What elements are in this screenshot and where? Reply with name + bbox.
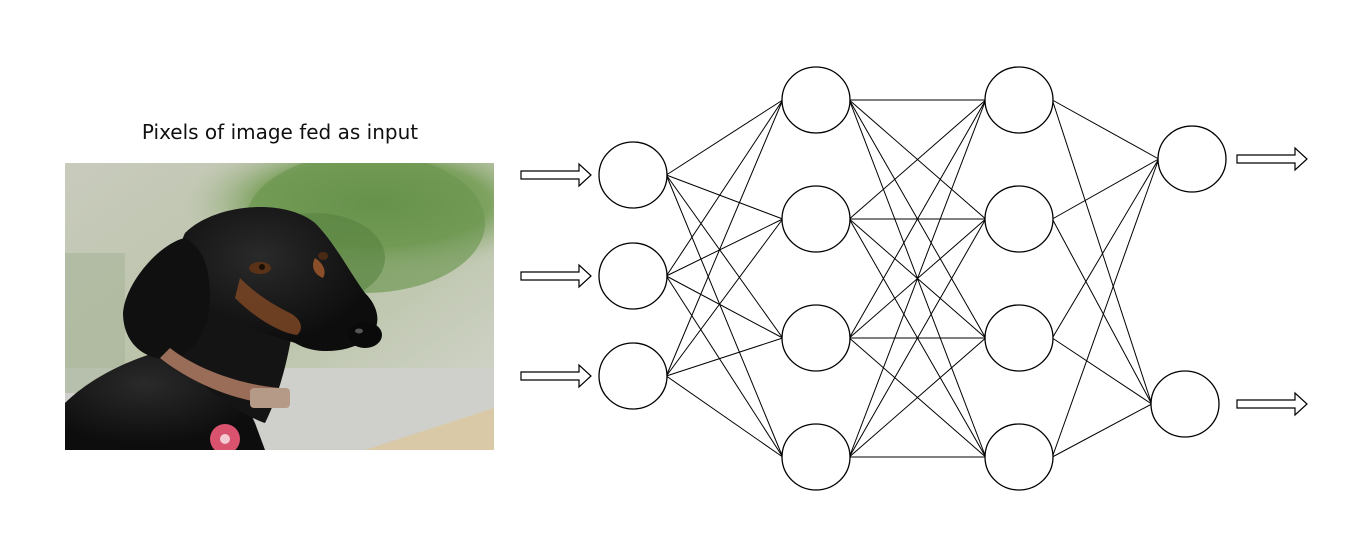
- connection-l2-2-0: [1051, 158, 1160, 339]
- connection-l0-1-1: [666, 218, 783, 277]
- connection-l0-1-2: [666, 275, 783, 339]
- node-layer1-3: [781, 423, 851, 491]
- connection-l0-0-0: [666, 99, 783, 176]
- connection-l2-0-0: [1052, 99, 1159, 160]
- connection-l1-2-0: [848, 99, 987, 339]
- network-connections: [665, 99, 1160, 458]
- output-arrow-0: [1236, 146, 1308, 172]
- output-arrow-1: [1236, 391, 1308, 417]
- connection-l2-3-0: [1051, 158, 1160, 458]
- node-layer2-1: [984, 185, 1054, 253]
- connection-l2-1-1: [1051, 218, 1153, 405]
- connection-l2-0-1: [1051, 99, 1153, 405]
- node-layer1-2: [781, 304, 851, 372]
- node-layer0-1: [598, 242, 668, 310]
- connection-l2-2-1: [1052, 337, 1152, 405]
- connection-l1-3-0: [848, 99, 987, 458]
- connection-l2-3-1: [1052, 403, 1152, 458]
- network-nodes: [598, 66, 1227, 491]
- connection-l0-2-0: [665, 99, 784, 377]
- connection-l1-3-1: [848, 218, 987, 458]
- connection-l0-2-1: [665, 218, 784, 377]
- connection-l0-0-1: [666, 174, 783, 220]
- input-arrow-1: [520, 263, 592, 289]
- connection-l0-1-0: [665, 99, 784, 277]
- network-arrows: [520, 146, 1308, 417]
- node-layer0-2: [598, 342, 668, 410]
- node-layer2-3: [984, 423, 1054, 491]
- connection-l2-1-0: [1052, 158, 1159, 220]
- connection-l1-1-0: [848, 99, 987, 220]
- image-caption: Pixels of image fed as input: [141, 120, 419, 144]
- node-layer3-1: [1150, 370, 1220, 438]
- input-arrow-2: [520, 363, 592, 389]
- node-layer2-2: [984, 304, 1054, 372]
- connection-l1-3-2: [848, 337, 987, 458]
- node-layer2-0: [984, 66, 1054, 134]
- connection-l0-1-3: [665, 275, 784, 458]
- input-arrow-0: [520, 162, 592, 188]
- dog-photo: [65, 163, 494, 450]
- connection-l0-0-3: [665, 174, 784, 458]
- node-layer3-0: [1157, 125, 1227, 193]
- connection-l0-2-3: [666, 375, 783, 458]
- connection-l0-0-2: [665, 174, 784, 339]
- node-layer0-0: [598, 141, 668, 209]
- node-layer1-1: [781, 185, 851, 253]
- node-layer1-0: [781, 66, 851, 134]
- connection-l0-2-2: [666, 337, 783, 377]
